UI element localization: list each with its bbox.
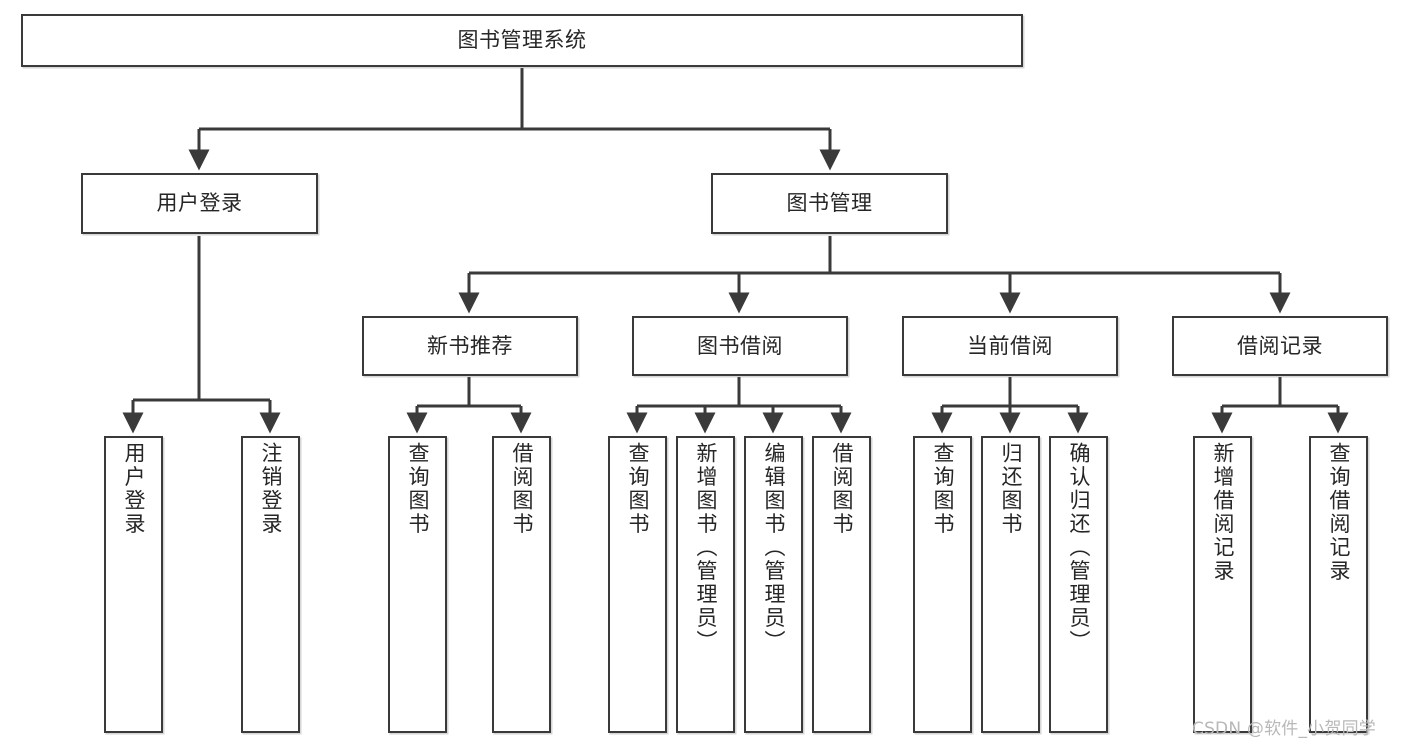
- node-leaf-add-borrow-record[interactable]: 新增借阅记录: [1193, 436, 1252, 733]
- node-borrow-record[interactable]: 借阅记录: [1172, 316, 1388, 376]
- node-label: 新增借阅记录: [1211, 442, 1235, 583]
- node-label: 借阅记录: [1237, 333, 1323, 358]
- node-label: 图书管理系统: [457, 28, 587, 53]
- node-label: 用户登录: [122, 442, 146, 536]
- node-leaf-add-book-admin[interactable]: 新增图书（管理员）: [676, 436, 735, 733]
- node-book-management[interactable]: 图书管理: [711, 173, 948, 234]
- node-leaf-user-login[interactable]: 用户登录: [104, 436, 163, 733]
- node-label: 确认归还（管理员）: [1067, 442, 1091, 654]
- node-leaf-confirm-return-admin[interactable]: 确认归还（管理员）: [1049, 436, 1108, 733]
- node-leaf-query-book-recommend[interactable]: 查询图书: [388, 436, 447, 733]
- node-label: 编辑图书（管理员）: [762, 442, 786, 654]
- node-user-login[interactable]: 用户登录: [81, 173, 318, 234]
- node-leaf-query-borrow-record[interactable]: 查询借阅记录: [1309, 436, 1368, 733]
- node-leaf-borrow-book-recommend[interactable]: 借阅图书: [492, 436, 551, 733]
- node-label: 图书管理: [786, 191, 873, 216]
- node-label: 当前借阅: [967, 333, 1053, 358]
- node-label: 用户登录: [156, 191, 243, 216]
- node-leaf-query-book-current[interactable]: 查询图书: [913, 436, 972, 733]
- node-label: 查询图书: [626, 442, 650, 536]
- node-label: 借阅图书: [830, 442, 854, 536]
- node-leaf-query-book-borrow[interactable]: 查询图书: [608, 436, 667, 733]
- csdn-watermark: CSDN @软件_小贺同学: [1192, 719, 1376, 739]
- node-label: 查询图书: [931, 442, 955, 536]
- node-label: 查询借阅记录: [1327, 442, 1351, 583]
- node-label: 新书推荐: [427, 333, 513, 358]
- node-new-book-recommend[interactable]: 新书推荐: [362, 316, 578, 376]
- node-current-borrow[interactable]: 当前借阅: [902, 316, 1118, 376]
- node-label: 归还图书: [999, 442, 1023, 536]
- node-leaf-return-book[interactable]: 归还图书: [981, 436, 1040, 733]
- node-leaf-logout-login[interactable]: 注销登录: [241, 436, 300, 733]
- node-label: 借阅图书: [510, 442, 534, 536]
- node-label: 注销登录: [259, 442, 283, 536]
- node-label: 查询图书: [406, 442, 430, 536]
- node-root-book-management-system[interactable]: 图书管理系统: [21, 14, 1023, 67]
- node-label: 新增图书（管理员）: [694, 442, 718, 654]
- node-leaf-borrow-book[interactable]: 借阅图书: [812, 436, 871, 733]
- node-book-borrow[interactable]: 图书借阅: [632, 316, 848, 376]
- node-leaf-edit-book-admin[interactable]: 编辑图书（管理员）: [744, 436, 803, 733]
- node-label: 图书借阅: [697, 333, 783, 358]
